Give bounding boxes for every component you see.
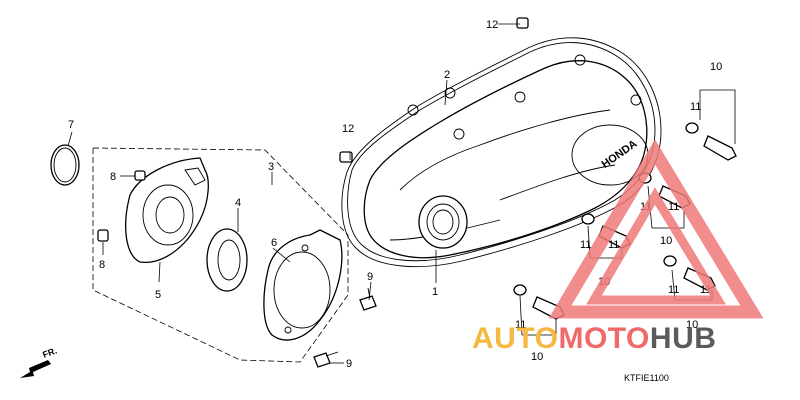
callout-9-upper: 9 bbox=[367, 271, 373, 283]
callout-11-f: 11 bbox=[668, 284, 679, 296]
part-7-oring bbox=[50, 144, 80, 186]
part-8-nuts bbox=[97, 170, 146, 242]
callout-5: 5 bbox=[155, 289, 161, 301]
part-6-plate bbox=[263, 229, 343, 341]
callout-10-b: 10 bbox=[660, 235, 672, 247]
watermark-wordmark: AUTOMOTOHUB bbox=[472, 322, 716, 355]
watermark-auto: AUTO bbox=[472, 322, 558, 355]
watermark-logo bbox=[548, 139, 764, 319]
callout-10-e: 10 bbox=[531, 351, 543, 363]
callout-10-d: 10 bbox=[686, 319, 698, 331]
callout-7: 7 bbox=[68, 119, 74, 131]
callout-1: 1 bbox=[432, 286, 438, 298]
callout-9-lower: 9 bbox=[346, 358, 352, 370]
drawing-code: KTFIE1100 bbox=[624, 373, 669, 383]
callout-10-a: 10 bbox=[710, 61, 722, 73]
front-label: FR. bbox=[41, 346, 58, 360]
callout-11-e: 11 bbox=[608, 239, 619, 251]
callout-11-a: 11 bbox=[690, 101, 701, 113]
part-9-bolts bbox=[313, 287, 377, 368]
callout-3: 3 bbox=[268, 161, 274, 173]
front-direction-marker: FR. bbox=[20, 346, 58, 378]
callout-11-h: 11 bbox=[515, 319, 526, 331]
part-5-housing bbox=[125, 157, 209, 264]
svg-text:AUTOMOTOHUB: AUTOMOTOHUB bbox=[472, 322, 716, 355]
callout-8-bottom: 8 bbox=[99, 259, 105, 271]
callout-8-top: 8 bbox=[110, 171, 116, 183]
crankcase-cover: HONDA bbox=[341, 37, 662, 268]
watermark-moto: MOTO bbox=[558, 322, 649, 355]
callout-11-g: 11 bbox=[700, 284, 711, 296]
callout-4: 4 bbox=[235, 197, 241, 209]
callout-12-top: 12 bbox=[486, 19, 498, 31]
front-arrow-icon bbox=[20, 360, 51, 378]
callout-11-d: 11 bbox=[580, 239, 591, 251]
part-4-seal bbox=[206, 228, 248, 292]
callout-11-c: 11 bbox=[668, 201, 679, 213]
callout-12-left: 12 bbox=[342, 123, 354, 135]
callout-6: 6 bbox=[271, 237, 277, 249]
part-3-assembly-box bbox=[92, 147, 349, 363]
part-12-dowels bbox=[339, 17, 529, 163]
callout-2: 2 bbox=[444, 69, 450, 81]
watermark-hub: HUB bbox=[650, 322, 717, 355]
